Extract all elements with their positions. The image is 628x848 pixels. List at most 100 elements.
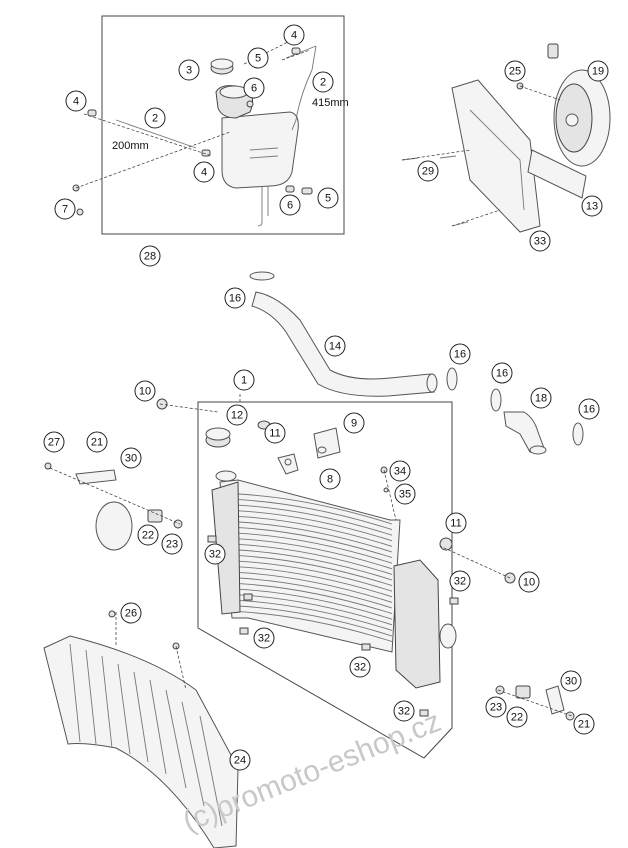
callout-number: 9	[351, 418, 357, 430]
callout-number: 16	[454, 349, 466, 361]
radiator-group-frame	[197, 401, 453, 759]
callout-number: 23	[490, 702, 502, 714]
callout-c12: 12	[226, 404, 248, 426]
callout-number: 1	[241, 375, 247, 387]
mounting-bracket	[277, 453, 299, 475]
callout-c24: 24	[229, 749, 251, 771]
callout-c22a: 22	[137, 524, 159, 546]
callout-number: 21	[91, 437, 103, 449]
callout-number: 35	[399, 489, 411, 501]
radiator-hose	[251, 291, 438, 397]
left-holder	[75, 469, 183, 551]
callout-c16a: 16	[224, 287, 246, 309]
callout-number: 24	[234, 755, 246, 767]
hose-clamps	[87, 47, 313, 195]
callout-number: 16	[583, 404, 595, 416]
callout-c16b: 16	[449, 343, 471, 365]
callout-number: 23	[166, 539, 178, 551]
callout-c22b: 22	[506, 706, 528, 728]
callout-number: 18	[535, 393, 547, 405]
callout-number: 25	[509, 66, 521, 78]
callout-number: 26	[125, 608, 137, 620]
callout-number: 16	[229, 293, 241, 305]
callout-c32b: 32	[253, 627, 275, 649]
leader-lines	[49, 39, 573, 717]
right-holder	[495, 685, 575, 721]
callout-number: 6	[287, 200, 293, 212]
callout-c21b: 21	[573, 713, 595, 735]
radiator-right-tank	[393, 559, 457, 689]
callout-c9: 9	[343, 412, 365, 434]
callout-c7: 7	[54, 198, 76, 220]
hose-clamp-rings	[249, 271, 584, 446]
callout-number: 33	[534, 236, 546, 248]
fan-bracket	[527, 149, 587, 199]
callout-c6a: 6	[243, 77, 265, 99]
callout-number: 10	[139, 386, 151, 398]
callout-c32a: 32	[204, 543, 226, 565]
hose-length-415mm-label: 415mm	[312, 97, 349, 109]
callout-number: 21	[578, 719, 590, 731]
elbow-pipe	[503, 411, 547, 455]
expansion-tank-group-frame	[101, 15, 345, 235]
callout-c11a: 11	[264, 422, 286, 444]
callout-number: 27	[48, 437, 60, 449]
radiator-cap	[205, 427, 231, 448]
callout-number: 22	[142, 530, 154, 542]
callout-number: 29	[422, 166, 434, 178]
callout-c35: 35	[394, 483, 416, 505]
callout-c34: 34	[389, 460, 411, 482]
callout-number: 32	[258, 633, 270, 645]
callout-number: 4	[201, 167, 207, 179]
callout-c32d: 32	[349, 656, 371, 678]
callout-c23a: 23	[161, 533, 183, 555]
callout-number: 10	[523, 577, 535, 589]
callout-number: 12	[231, 410, 243, 422]
callout-c23b: 23	[485, 696, 507, 718]
callout-number: 2	[152, 113, 158, 125]
callout-c3: 3	[178, 59, 200, 81]
callout-c13: 13	[581, 195, 603, 217]
radiator-fins	[237, 493, 393, 643]
radiator-guard	[43, 635, 239, 848]
callout-number: 13	[586, 201, 598, 213]
callout-number: 32	[454, 576, 466, 588]
callout-c30b: 30	[560, 670, 582, 692]
callout-number: 30	[125, 453, 137, 465]
callout-c19: 19	[587, 60, 609, 82]
callout-number: 22	[511, 712, 523, 724]
speed-nuts	[207, 535, 459, 717]
callout-number: 32	[398, 706, 410, 718]
radiator-left-tank	[211, 470, 241, 615]
callout-number: 28	[144, 251, 156, 263]
callout-c26: 26	[120, 602, 142, 624]
callout-c2a: 2	[144, 107, 166, 129]
callout-c28: 28	[139, 245, 161, 267]
callout-number: 19	[592, 66, 604, 78]
callout-number: 2	[320, 77, 326, 89]
callout-number: 7	[62, 204, 68, 216]
callout-c16d: 16	[578, 398, 600, 420]
callout-c14: 14	[324, 335, 346, 357]
callout-c11b: 11	[445, 512, 467, 534]
hose-length-200mm-label: 200mm	[112, 140, 149, 152]
fan-shroud	[451, 79, 541, 233]
callout-c32e: 32	[393, 700, 415, 722]
callout-c10b: 10	[518, 571, 540, 593]
callout-c32c: 32	[449, 570, 471, 592]
short-hose	[115, 119, 197, 149]
callout-c4a: 4	[283, 24, 305, 46]
callout-number: 32	[209, 549, 221, 561]
callout-c6b: 6	[279, 194, 301, 216]
callout-number: 8	[327, 474, 333, 486]
callout-c21a: 21	[86, 431, 108, 453]
callout-c4b: 4	[65, 90, 87, 112]
callout-c29: 29	[417, 160, 439, 182]
callout-c5a: 5	[247, 47, 269, 69]
callout-number: 34	[394, 466, 406, 478]
callout-number: 5	[255, 53, 261, 65]
tank-screws	[72, 100, 254, 216]
radiator-fan	[547, 43, 611, 167]
callout-c25: 25	[504, 60, 526, 82]
